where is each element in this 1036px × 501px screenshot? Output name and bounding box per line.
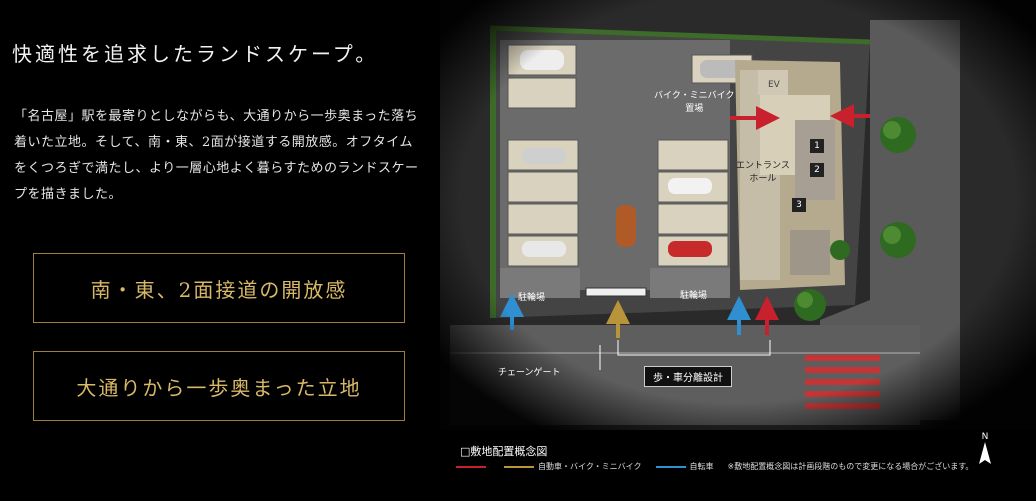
map-label-separation: 歩・車分離設計 [644,366,732,387]
intro-panel: 快適性を追求したランドスケープ。 「名古屋」駅を最寄りとしながらも、大通りから一… [0,0,440,501]
map-label-chain-gate: チェーンゲート [498,368,561,378]
page-title: 快適性を追求したランドスケープ。 [12,42,379,66]
legend-note: ※敷地配置概念図は計画段階のもので変更になる場合がございます。 [727,462,974,471]
legend-swatch-blue [655,465,686,468]
unit-badge-1: 1 [810,139,824,153]
legend-swatch-gold [504,465,534,468]
legend-item-bicycle: 自転車 [655,461,714,472]
legend-item-pedestrian [456,465,490,468]
unit-badge-3: 3 [792,198,806,212]
site-plan-drawing [440,0,1036,501]
ev-label: EV [768,80,780,90]
legend-label-car: 自動車・バイク・ミニバイク [538,462,642,471]
legend-title: □敷地配置概念図 [460,445,548,458]
legend-swatch-red [456,465,486,468]
unit-badge-2: 2 [810,163,824,177]
map-label-bicycle-left: 駐輪場 [518,293,546,303]
map-legend: □敷地配置概念図 自動車・バイク・ミニバイク 自転車 ※敷地配置概念図は計画段階… [456,439,1026,479]
legend-label-bicycle: 自転車 [689,462,714,471]
map-label-entrance: エントランス ホール [736,161,790,184]
north-arrow-icon: N [978,432,992,468]
map-label-bicycle-right: 駐輪場 [680,291,708,301]
north-arrow-shape [979,442,991,464]
legend-item-car: 自動車・バイク・ミニバイク [504,461,642,472]
map-label-bike-parking: バイク・ミニバイク 置場 [654,91,735,114]
legend-row: 自動車・バイク・ミニバイク 自転車 ※敷地配置概念図は計画段階のもので変更になる… [456,461,973,472]
north-label: N [981,432,989,442]
feature-box-quiet-location: 大通りから一歩奥まった立地 [33,351,405,421]
site-plan-map: バイク・ミニバイク 置場 エントランス ホール 駐輪場 駐輪場 チェーンゲート … [440,0,1036,501]
intro-paragraph: 「名古屋」駅を最寄りとしながらも、大通りから一歩奥まった落ち着いた立地。そして、… [14,109,419,202]
feature-box-open-roads: 南・東、2面接道の開放感 [33,253,405,323]
